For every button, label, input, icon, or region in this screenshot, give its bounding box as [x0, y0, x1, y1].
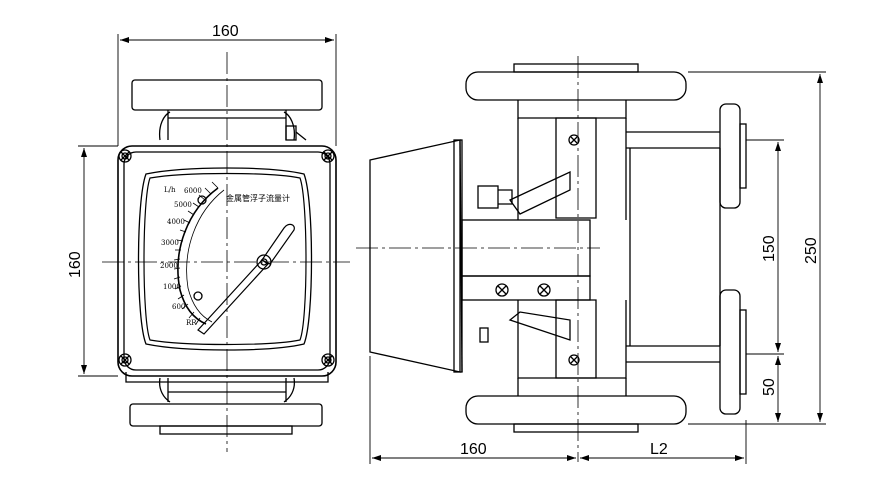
side-screw-icon: [537, 283, 551, 297]
front-centerlines: [102, 52, 350, 452]
dim-front-width: 160: [212, 23, 239, 40]
corner-screw-icon: [321, 149, 335, 163]
side-housing: [369, 139, 461, 373]
side-screw-icon: [568, 354, 580, 366]
scale-arc: [177, 187, 219, 325]
pointer: [197, 259, 269, 335]
side-screw-icon: [495, 283, 509, 297]
side-view: [369, 63, 747, 433]
corner-screw-icon: [118, 353, 132, 367]
corner-screw-icon: [321, 353, 335, 367]
corner-screw-icon: [118, 149, 132, 163]
dim-50: 50: [761, 378, 778, 396]
side-screw-icon: [568, 134, 580, 146]
scale-label: 600: [172, 303, 185, 311]
dim-250: 250: [803, 237, 820, 264]
scale-label: 6000: [184, 187, 202, 195]
scale-label: 5000: [174, 201, 192, 209]
side-bottom-flange: [465, 395, 687, 425]
side-dimensions: [369, 71, 826, 464]
side-centerlines: [356, 56, 600, 462]
scale-label: 4000: [167, 218, 185, 226]
dial-text: L/h 金属管浮子流量计 6000 5000 4000 3000 2000 10…: [160, 186, 290, 327]
dim-l2: L2: [650, 441, 668, 458]
side-right-flange: [719, 103, 741, 209]
dial-window: [143, 172, 307, 346]
front-dimensions: [78, 34, 337, 377]
dim-front-height: 160: [67, 251, 84, 278]
bottom-flange: [129, 403, 323, 427]
dim-side-depth: 160: [460, 441, 487, 458]
side-top-flange: [465, 71, 687, 101]
scale-label: 3000: [161, 239, 179, 247]
dim-150: 150: [761, 235, 778, 262]
scale-label: 2000: [160, 262, 178, 270]
side-pipe: [626, 131, 720, 149]
dial-unit: L/h: [164, 186, 176, 194]
scale-label: RR: [186, 319, 197, 327]
scale-label: 1000: [163, 283, 181, 291]
dial-title: 金属管浮子流量计: [226, 193, 290, 203]
